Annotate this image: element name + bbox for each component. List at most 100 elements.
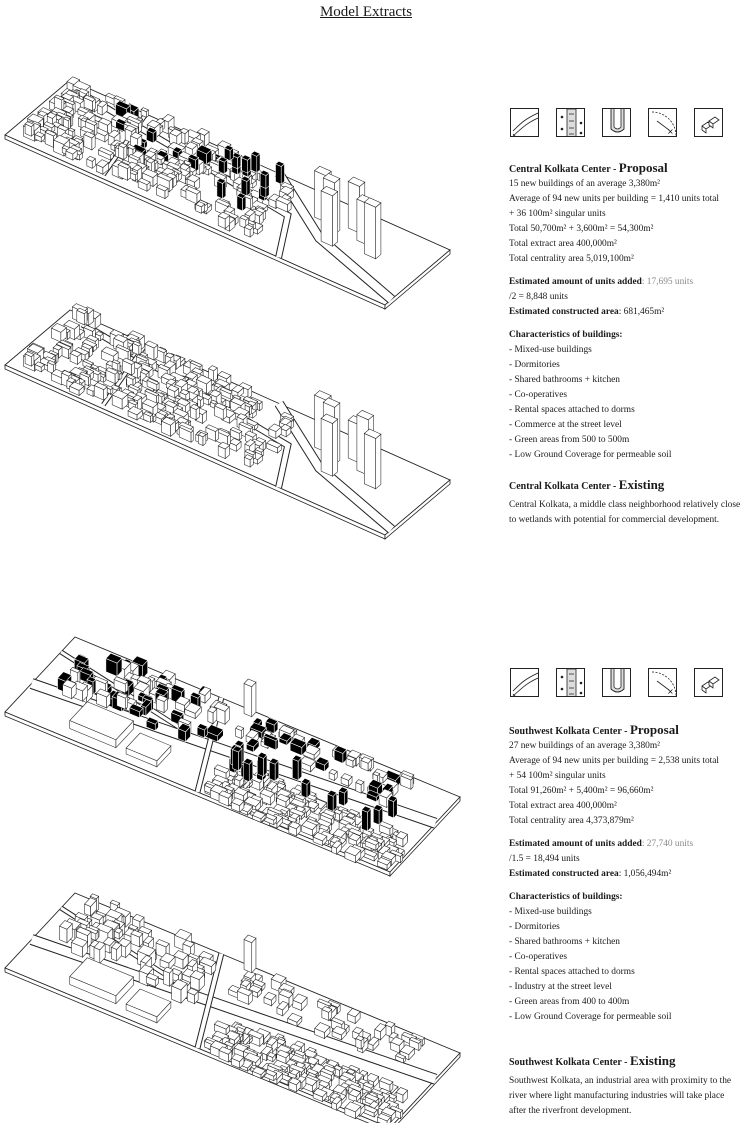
heading-prefix: Southwest Kolkata Center - xyxy=(509,726,630,737)
building-roof xyxy=(164,400,178,408)
building-roof xyxy=(333,808,343,815)
building-roof xyxy=(257,751,268,759)
building-roof xyxy=(174,695,191,706)
building-roof xyxy=(364,1093,380,1102)
building-roof xyxy=(127,384,141,391)
building-roof xyxy=(130,929,144,938)
building-roof xyxy=(243,934,257,944)
building-roof xyxy=(155,694,168,703)
building-roof xyxy=(96,100,108,108)
building-roof xyxy=(86,676,97,683)
constructed-label: Estimated constructed area xyxy=(509,869,619,879)
building-roof xyxy=(24,121,35,128)
building-face xyxy=(232,749,239,772)
building-roof xyxy=(389,1105,404,1113)
model-base-edge xyxy=(394,1051,461,1123)
building-roof xyxy=(276,1049,291,1059)
building-roof xyxy=(111,389,129,400)
building-face xyxy=(364,433,376,490)
building-roof xyxy=(172,950,189,961)
building-roof xyxy=(95,923,113,934)
stat-line: Total 91,260m² + 5,400m² = 96,660m² xyxy=(509,786,654,796)
heading-emph: Proposal xyxy=(629,722,679,737)
building-roof xyxy=(275,196,292,205)
units-label: Estimated amount of units added xyxy=(509,277,642,287)
building-roof xyxy=(73,654,90,664)
building-roof xyxy=(143,411,154,417)
building-roof xyxy=(348,827,363,836)
building-roof xyxy=(266,1037,278,1046)
central-units: Estimated amount of units added: 17,695 … xyxy=(509,275,741,320)
list-item: Shared bathrooms + kitchen xyxy=(509,935,741,950)
list-item: Mixed-use buildings xyxy=(509,905,741,920)
building-roof xyxy=(176,397,191,407)
list-item: Rental spaces attached to dorms xyxy=(509,965,741,980)
building-roof xyxy=(372,768,389,779)
building-roof xyxy=(231,384,245,393)
building-face xyxy=(251,937,257,974)
building-roof xyxy=(56,124,70,132)
building-roof xyxy=(195,201,206,208)
building-roof xyxy=(247,1029,264,1040)
building-roof xyxy=(243,796,262,807)
building-roof xyxy=(276,1000,289,1011)
central-proposal-text: Central Kolkata Center - Proposal 15 new… xyxy=(509,160,741,463)
building-roof xyxy=(389,849,404,857)
building-roof xyxy=(410,1032,426,1041)
building-roof xyxy=(136,675,151,684)
building-roof xyxy=(55,341,72,350)
building-roof xyxy=(348,1083,363,1092)
building-roof xyxy=(365,789,380,798)
building-roof xyxy=(127,330,145,341)
building-roof xyxy=(144,388,160,397)
building-roof xyxy=(142,935,154,944)
building-face xyxy=(375,433,382,490)
building-roof xyxy=(266,1051,277,1058)
building-roof xyxy=(320,186,339,197)
building-roof xyxy=(363,428,382,439)
building-roof xyxy=(113,334,129,343)
stat-line: 27 new buildings of an average 3,380m² xyxy=(509,741,660,751)
building-roof xyxy=(67,127,76,132)
building-roof xyxy=(322,173,341,184)
building-roof xyxy=(241,154,252,161)
building-roof xyxy=(263,991,277,1001)
building-roof xyxy=(140,955,152,964)
building-roof xyxy=(126,115,142,124)
proximity-radius-icon: × xyxy=(648,668,677,697)
building-face xyxy=(320,417,333,477)
building-roof xyxy=(123,121,139,130)
building-roof xyxy=(344,1101,362,1113)
building-roof xyxy=(138,964,154,975)
building-roof xyxy=(328,768,338,775)
building-roof xyxy=(83,94,96,102)
building-roof xyxy=(208,365,218,372)
building-roof xyxy=(185,186,201,195)
building-roof xyxy=(213,764,230,774)
building-roof xyxy=(259,169,270,176)
building-roof xyxy=(74,347,90,356)
building-roof xyxy=(372,771,381,777)
building-roof xyxy=(59,920,73,930)
building-roof xyxy=(333,1064,343,1071)
building-roof xyxy=(209,399,218,405)
building-roof xyxy=(172,408,189,418)
building-face xyxy=(250,153,258,174)
building-roof xyxy=(367,1036,380,1046)
building-roof xyxy=(190,691,202,699)
building-roof xyxy=(133,681,150,693)
building-roof xyxy=(288,821,301,830)
building-roof xyxy=(174,378,189,388)
building-roof xyxy=(236,986,253,997)
building-roof xyxy=(306,737,321,747)
building-roof xyxy=(333,745,348,754)
building-roof xyxy=(113,906,131,918)
building-roof xyxy=(75,926,92,936)
building-roof xyxy=(338,786,349,794)
building-roof xyxy=(98,117,113,126)
building-roof xyxy=(189,404,200,410)
building-roof xyxy=(84,118,98,126)
building-roof xyxy=(186,174,201,183)
building-roof xyxy=(141,168,159,178)
building-roof xyxy=(131,394,143,402)
